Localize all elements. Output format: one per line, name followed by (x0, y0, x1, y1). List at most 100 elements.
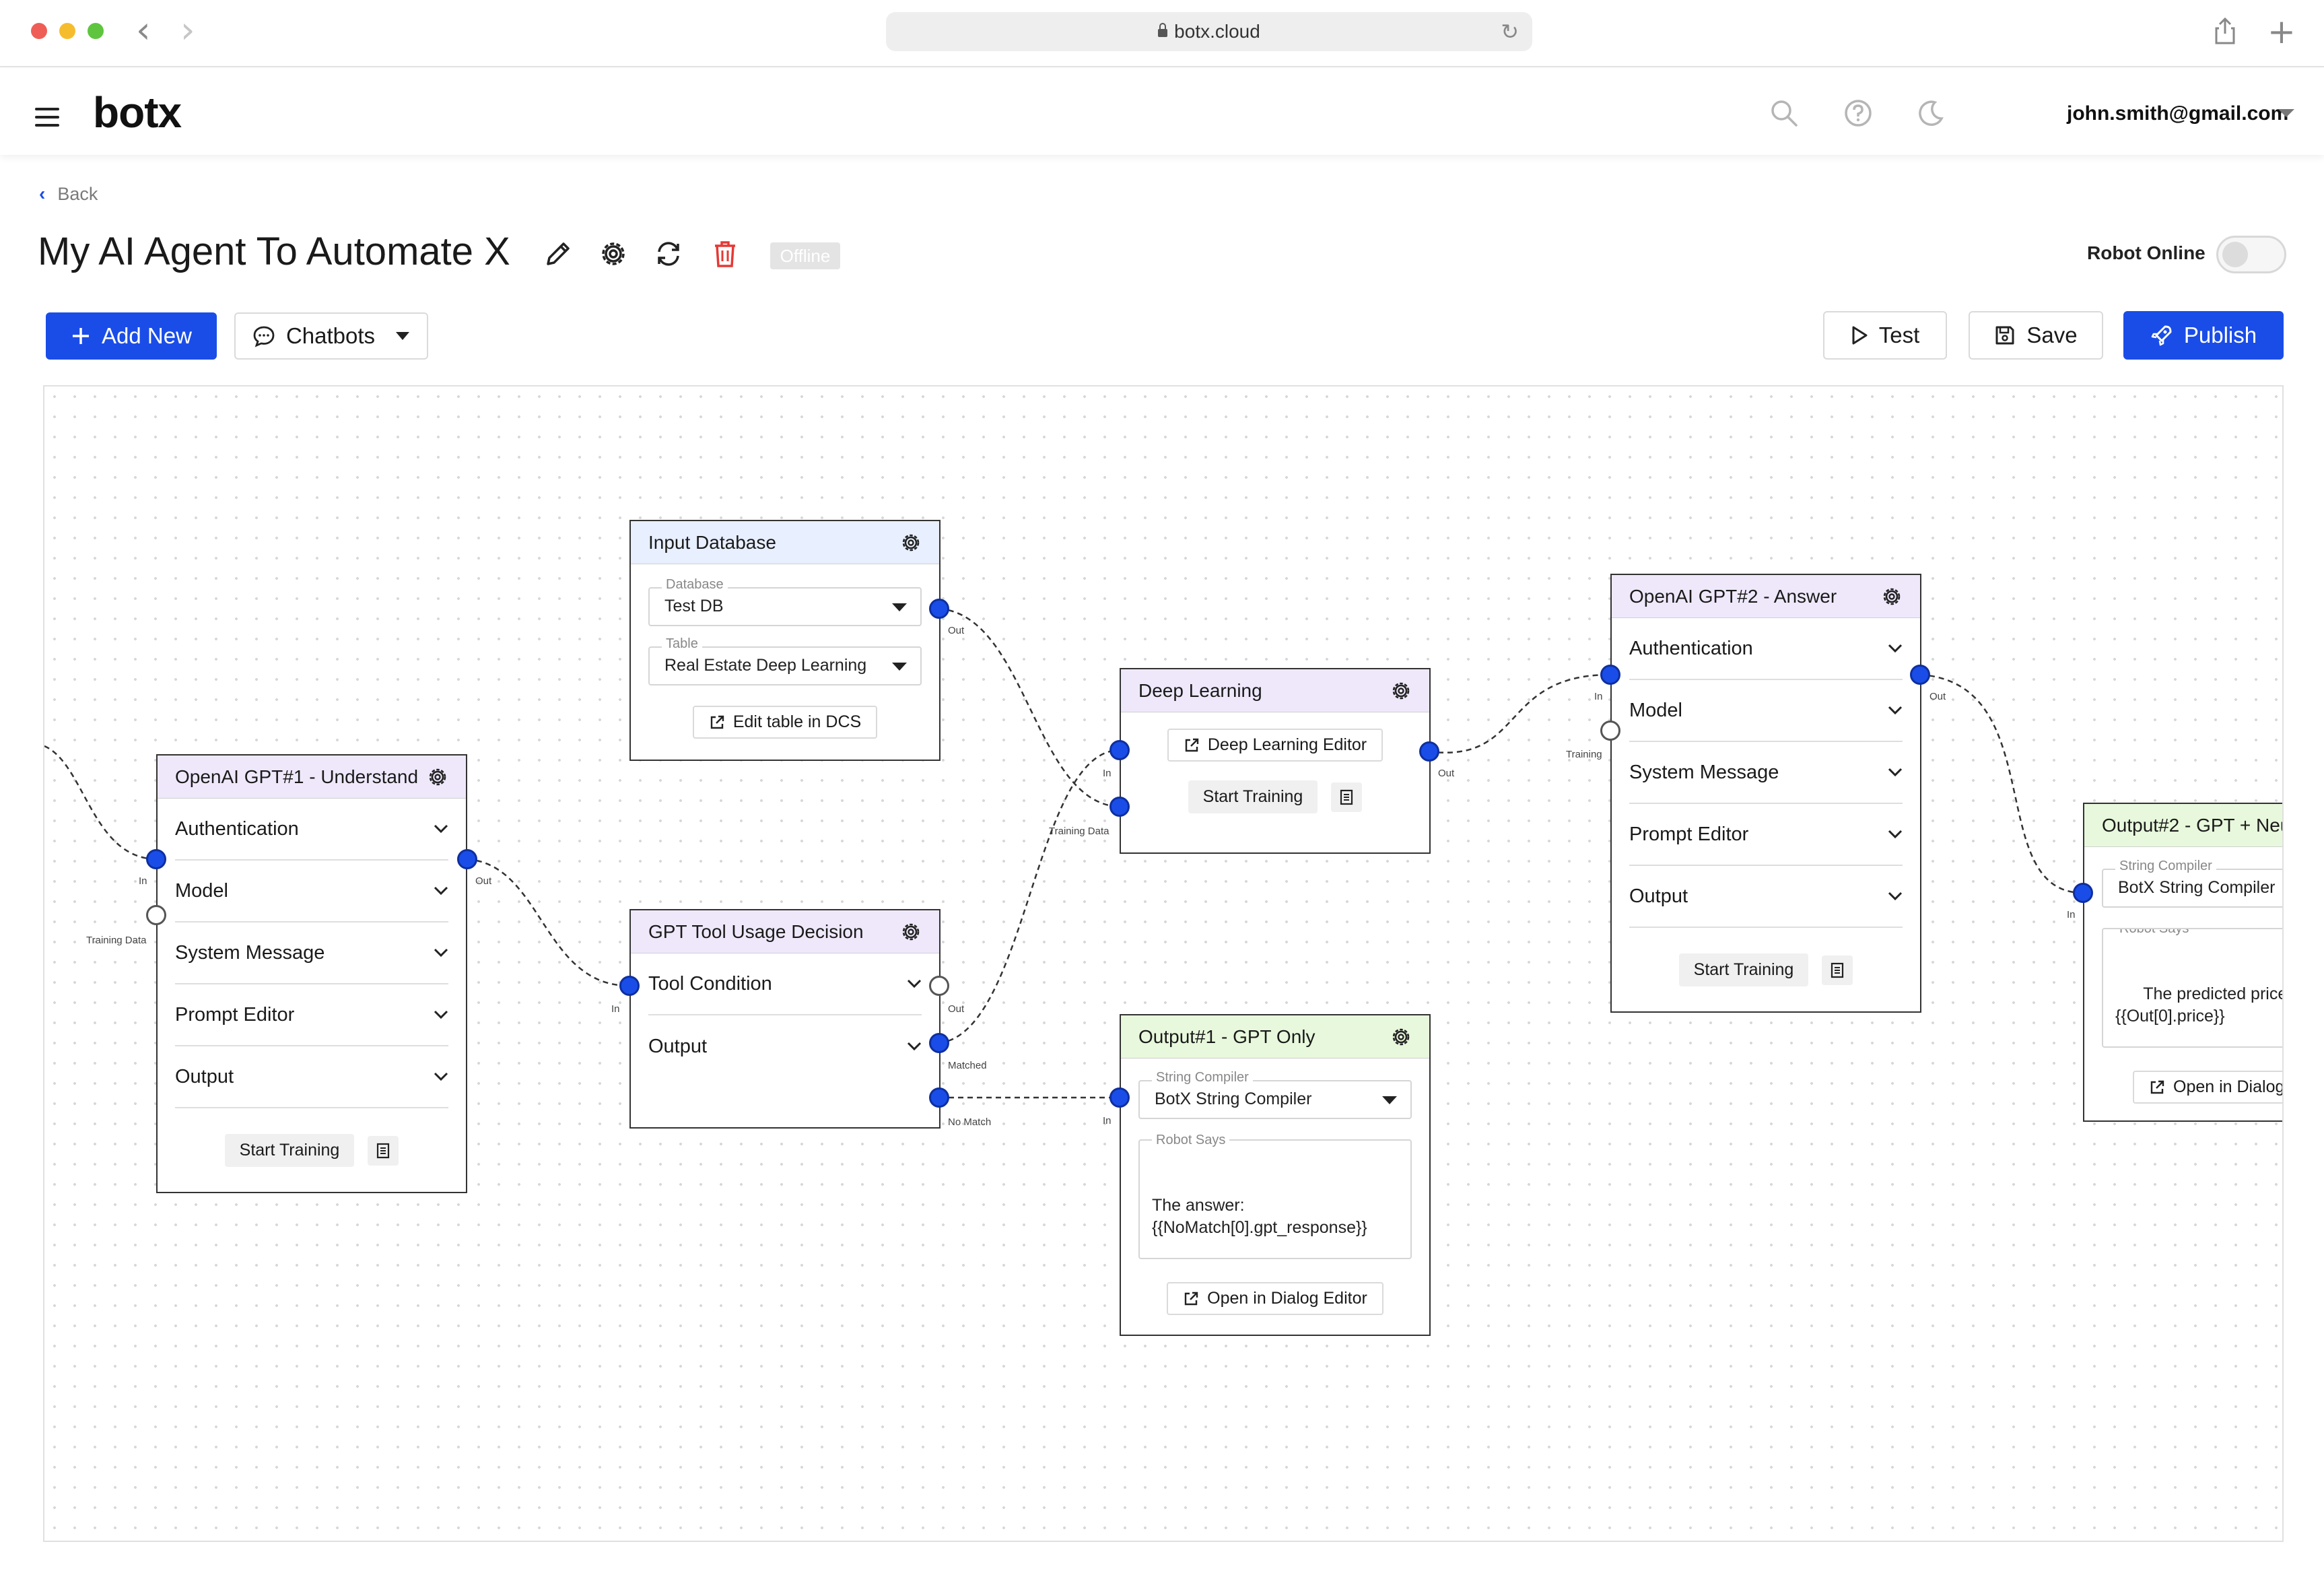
gear-icon[interactable] (1390, 1026, 1412, 1048)
output1-dialog-editor-button[interactable]: Open in Dialog Editor (1167, 1282, 1383, 1315)
publish-button[interactable]: Publish (2123, 311, 2284, 360)
browser-back-icon[interactable]: ‹ (136, 9, 151, 51)
chatbots-dropdown[interactable]: Chatbots (234, 312, 428, 360)
edit-table-in-dcs-button[interactable]: Edit table in DCS (692, 706, 878, 739)
node-gpt2-header[interactable]: OpenAI GPT#2 - Answer (1612, 575, 1920, 618)
node-output2-header[interactable]: Output#2 - GPT + Neu (2084, 804, 2282, 847)
gear-icon[interactable] (1881, 586, 1903, 607)
menu-icon[interactable] (35, 108, 59, 127)
output1-robot-says-field[interactable]: Robot Says The answer: {{NoMatch[0].gpt_… (1138, 1129, 1412, 1259)
user-menu-caret-icon[interactable] (2278, 109, 2294, 117)
gpt1-section-system-message[interactable]: System Message (175, 922, 448, 984)
gpt2-section-prompt-editor[interactable]: Prompt Editor (1629, 804, 1903, 866)
node-gpt1-header[interactable]: OpenAI GPT#1 - Understand (158, 756, 466, 799)
help-icon[interactable] (1843, 98, 1873, 128)
maximize-window-button[interactable] (88, 23, 104, 39)
table-select[interactable]: Table Real Estate Deep Learning (648, 636, 922, 685)
test-button[interactable]: Test (1823, 311, 1947, 360)
dl-start-training-button[interactable]: Start Training (1188, 780, 1318, 813)
output2-port-in[interactable] (2073, 883, 2093, 903)
tool-output-section[interactable]: Output (648, 1015, 922, 1077)
section-label: System Message (1629, 761, 1779, 783)
node-output2[interactable]: Output#2 - GPT + Neu String Compiler Bot… (2083, 803, 2282, 1122)
node-gpt2[interactable]: OpenAI GPT#2 - Answer Authentication Mod… (1610, 574, 1921, 1013)
search-icon[interactable] (1769, 98, 1799, 128)
brand-logo[interactable]: botx (93, 88, 182, 137)
gpt1-section-prompt-editor[interactable]: Prompt Editor (175, 984, 448, 1046)
sync-icon[interactable] (653, 238, 684, 269)
section-label: Output (1629, 885, 1688, 907)
gear-icon[interactable] (900, 921, 922, 943)
node-output1[interactable]: Output#1 - GPT Only String Compiler BotX… (1120, 1014, 1431, 1336)
tool-decision-port-matched[interactable] (929, 1033, 949, 1053)
gear-icon[interactable] (427, 766, 448, 788)
flow-canvas[interactable]: OpenAI GPT#1 - Understand Authentication… (43, 385, 2284, 1542)
gear-icon[interactable] (900, 532, 922, 553)
settings-gear-icon[interactable] (598, 238, 629, 269)
gpt1-port-out[interactable] (457, 849, 477, 869)
delete-trash-icon[interactable] (710, 238, 741, 269)
gpt1-start-training-button[interactable]: Start Training (224, 1134, 355, 1167)
gpt1-port-out-label: Out (475, 875, 492, 887)
gpt2-section-output[interactable]: Output (1629, 866, 1903, 928)
status-badge: Offline (770, 242, 840, 269)
output1-compiler-select[interactable]: String Compiler BotX String Compiler (1138, 1070, 1412, 1119)
node-tool-decision-header[interactable]: GPT Tool Usage Decision (631, 910, 939, 953)
deep-learning-editor-button[interactable]: Deep Learning Editor (1167, 729, 1383, 762)
node-deep-learning[interactable]: Deep Learning Deep Learning Editor Start… (1120, 668, 1431, 854)
output1-port-in-label: In (1103, 1115, 1112, 1127)
dl-port-out[interactable] (1419, 741, 1439, 762)
dark-mode-icon[interactable] (1916, 98, 1946, 128)
gpt1-section-authentication[interactable]: Authentication (175, 799, 448, 861)
node-input-database[interactable]: Input Database Database Test DB Table Re… (629, 520, 941, 761)
gpt1-logs-button[interactable] (368, 1135, 399, 1166)
input-database-port-out-label: Out (948, 625, 965, 636)
gpt2-section-model[interactable]: Model (1629, 680, 1903, 742)
close-window-button[interactable] (31, 23, 47, 39)
input-database-port-out[interactable] (929, 599, 949, 619)
database-select[interactable]: Database Test DB (648, 577, 922, 626)
gpt1-port-training[interactable] (146, 905, 166, 925)
node-output1-header[interactable]: Output#1 - GPT Only (1121, 1015, 1429, 1059)
tool-decision-port-in[interactable] (619, 976, 640, 996)
edit-pencil-icon[interactable] (543, 238, 574, 269)
dl-port-training[interactable] (1109, 797, 1130, 817)
output2-compiler-select[interactable]: String Compiler BotX String Compiler (2102, 859, 2282, 908)
node-deep-learning-header[interactable]: Deep Learning (1121, 669, 1429, 712)
output1-port-in[interactable] (1109, 1087, 1130, 1108)
gpt1-port-training-label: Training Data (86, 935, 147, 946)
node-input-database-header[interactable]: Input Database (631, 521, 939, 564)
share-icon[interactable] (2215, 18, 2235, 44)
dl-logs-button[interactable] (1331, 782, 1363, 812)
output2-dialog-editor-button[interactable]: Open in Dialog (2133, 1071, 2282, 1104)
output2-robot-says-field[interactable]: Robot Says The predicted price wa {{Out[… (2102, 928, 2282, 1048)
tool-condition-section[interactable]: Tool Condition (648, 953, 922, 1015)
dl-port-in[interactable] (1109, 740, 1130, 760)
node-tool-decision[interactable]: GPT Tool Usage Decision Tool Condition O… (629, 909, 941, 1129)
gpt1-section-model[interactable]: Model (175, 861, 448, 922)
gear-icon[interactable] (1390, 680, 1412, 702)
save-label: Save (2026, 323, 2078, 347)
gpt1-section-output[interactable]: Output (175, 1046, 448, 1108)
tool-decision-port-no-match[interactable] (929, 1087, 949, 1108)
robot-online-toggle[interactable] (2216, 236, 2286, 273)
back-link[interactable]: ‹ Back (39, 183, 98, 205)
gpt2-port-in[interactable] (1600, 665, 1620, 685)
browser-forward-icon[interactable]: › (180, 9, 195, 51)
node-gpt1[interactable]: OpenAI GPT#1 - Understand Authentication… (156, 754, 467, 1193)
new-tab-icon[interactable]: + (2267, 12, 2296, 51)
gpt2-start-training-button[interactable]: Start Training (1678, 953, 1809, 986)
user-email[interactable]: john.smith@gmail.com (2067, 102, 2289, 125)
gpt1-port-in[interactable] (146, 849, 166, 869)
save-button[interactable]: Save (1969, 311, 2103, 360)
add-new-button[interactable]: Add New (46, 312, 217, 360)
reload-icon[interactable]: ↻ (1501, 19, 1519, 44)
gpt2-logs-button[interactable] (1822, 955, 1853, 985)
address-bar[interactable]: botx.cloud ↻ (886, 12, 1532, 51)
gpt2-section-authentication[interactable]: Authentication (1629, 618, 1903, 680)
gpt2-port-training[interactable] (1600, 720, 1620, 741)
gpt2-port-out[interactable] (1910, 665, 1930, 685)
minimize-window-button[interactable] (59, 23, 75, 39)
gpt2-section-system-message[interactable]: System Message (1629, 742, 1903, 804)
tool-decision-port-out[interactable] (929, 976, 949, 996)
